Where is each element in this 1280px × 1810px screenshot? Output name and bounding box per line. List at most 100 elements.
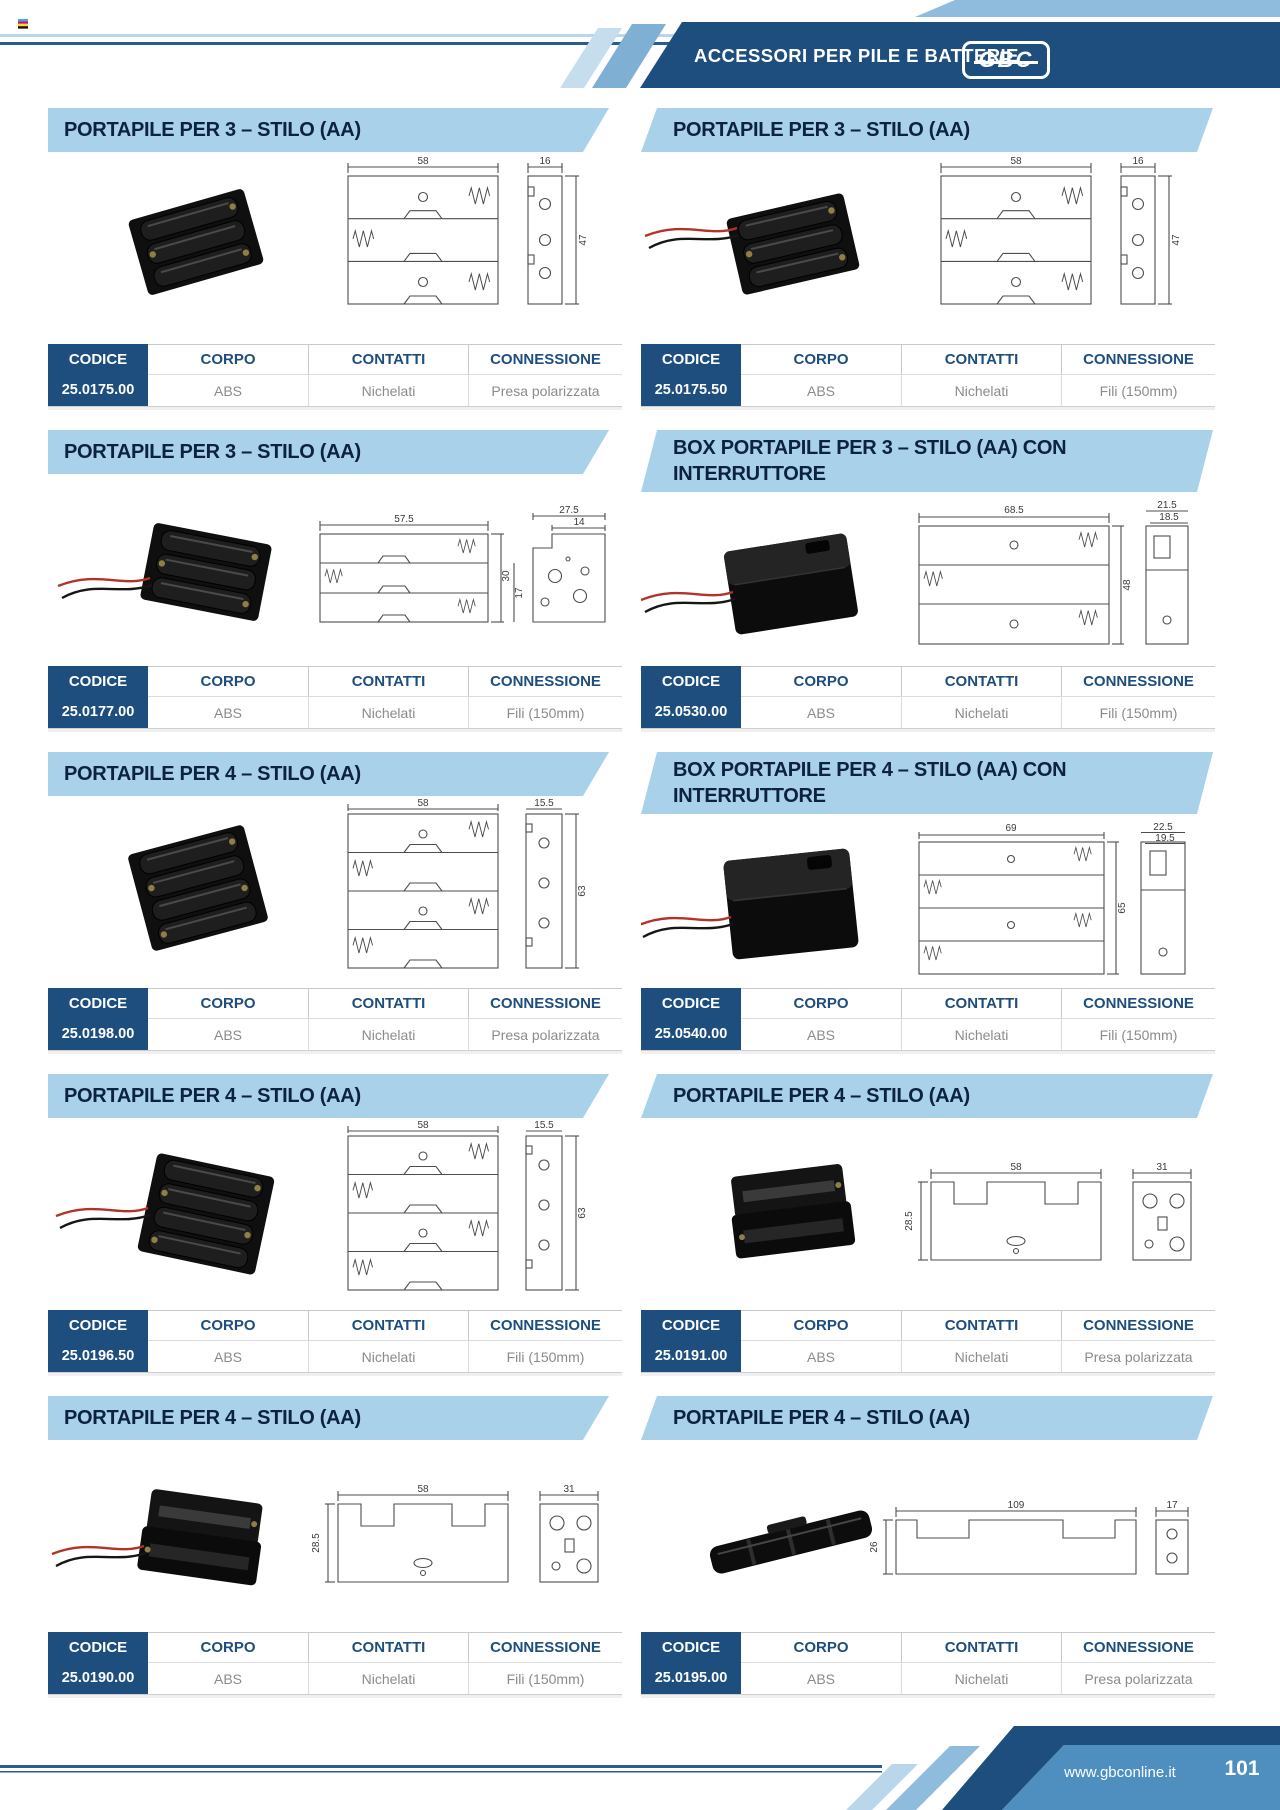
cell-codice: 25.0540.00	[641, 1018, 741, 1050]
col-header-corpo: CORPO	[741, 1632, 901, 1662]
product-photo	[128, 188, 265, 296]
product-media: 58 16 47	[643, 156, 1182, 305]
dimension-label: 31	[563, 1484, 575, 1495]
product-title: BOX PORTAPILE PER 3 – STILO (AA) CON INT…	[673, 437, 1067, 485]
product-title: PORTAPILE PER 4 – STILO (AA)	[64, 1085, 361, 1107]
gbc-logo-text: GBC	[973, 47, 1039, 72]
page-header-decoration	[0, 0, 1280, 88]
col-header-codice: CODICE	[641, 1632, 741, 1662]
col-header-codice: CODICE	[641, 666, 741, 696]
cell-codice: 25.0195.00	[641, 1662, 741, 1694]
product-media: 57.5 30 17 27.5 14	[56, 505, 606, 623]
col-header-connessione: CONNESSIONE	[1061, 1632, 1215, 1662]
product-title-banner: PORTAPILE PER 3 – STILO (AA)	[48, 430, 609, 474]
footer-website-link[interactable]: www.gbconline.it	[1064, 1764, 1176, 1781]
col-header-corpo: CORPO	[741, 666, 901, 696]
cell-codice: 25.0196.50	[48, 1340, 148, 1372]
product-title-banner: PORTAPILE PER 3 – STILO (AA)	[48, 108, 609, 152]
col-header-contatti: CONTATTI	[308, 344, 468, 374]
technical-drawing: 58 28.5 31	[311, 1484, 599, 1583]
cell-connessione: Presa polarizzata	[468, 1018, 622, 1050]
dimension-label: 27.5	[559, 505, 579, 516]
dimension-label: 18.5	[1159, 512, 1179, 523]
technical-drawing: 58 15.5 63	[347, 1120, 588, 1291]
dimension-label: 65	[1117, 902, 1128, 914]
col-header-codice: CODICE	[48, 344, 148, 374]
dimension-label: 58	[417, 1120, 429, 1131]
product-card: PORTAPILE PER 3 – STILO (AA) 58 16 47 CO…	[48, 108, 622, 408]
dimension-label: 58	[417, 156, 429, 167]
cell-connessione: Presa polarizzata	[1061, 1662, 1215, 1694]
product-card: PORTAPILE PER 4 – STILO (AA) 109 26 17 C…	[641, 1396, 1215, 1696]
dimension-label: 68.5	[1004, 505, 1024, 516]
cell-contatti: Nichelati	[901, 696, 1061, 728]
cell-connessione: Fili (150mm)	[1061, 1018, 1215, 1050]
product-photo	[704, 1498, 876, 1578]
product-title-banner: PORTAPILE PER 4 – STILO (AA)	[641, 1074, 1213, 1118]
col-header-corpo: CORPO	[741, 1310, 901, 1340]
col-header-codice: CODICE	[641, 988, 741, 1018]
product-card: BOX PORTAPILE PER 4 – STILO (AA) CON INT…	[641, 752, 1215, 1052]
dimension-label: 47	[1171, 234, 1182, 246]
cell-contatti: Nichelati	[308, 696, 468, 728]
col-header-contatti: CONTATTI	[901, 666, 1061, 696]
page-footer-decoration	[0, 1726, 1280, 1810]
dimension-label: 14	[573, 517, 585, 528]
product-media: 109 26 17	[704, 1498, 1189, 1578]
dimension-label: 63	[577, 885, 588, 897]
technical-drawing: 57.5 30 17 27.5 14	[319, 505, 606, 623]
col-header-corpo: CORPO	[741, 344, 901, 374]
cell-contatti: Nichelati	[308, 1662, 468, 1694]
dimension-label: 47	[578, 234, 589, 246]
product-media: 58 15.5 63	[48, 798, 588, 969]
col-header-corpo: CORPO	[148, 344, 308, 374]
dimension-label: 17	[1166, 1500, 1178, 1511]
cell-codice: 25.0198.00	[48, 1018, 148, 1050]
col-header-connessione: CONNESSIONE	[1061, 1310, 1215, 1340]
col-header-codice: CODICE	[48, 988, 148, 1018]
product-photo	[54, 1153, 275, 1276]
dimension-label: 21.5	[1157, 500, 1177, 511]
product-photo	[641, 532, 860, 636]
technical-drawing: 58 16 47	[940, 156, 1182, 305]
col-header-contatti: CONTATTI	[308, 1632, 468, 1662]
product-title: PORTAPILE PER 4 – STILO (AA)	[64, 763, 361, 785]
col-header-connessione: CONNESSIONE	[468, 1310, 622, 1340]
product-media: 68.5 48 21.5 18.5	[641, 500, 1189, 645]
col-header-codice: CODICE	[641, 1310, 741, 1340]
col-header-contatti: CONTATTI	[308, 666, 468, 696]
cell-contatti: Nichelati	[901, 1340, 1061, 1372]
col-header-contatti: CONTATTI	[901, 1632, 1061, 1662]
col-header-codice: CODICE	[48, 1632, 148, 1662]
dimension-label: 16	[539, 156, 551, 167]
technical-drawing: 58 16 47	[347, 156, 589, 305]
cell-contatti: Nichelati	[308, 1018, 468, 1050]
col-header-contatti: CONTATTI	[901, 344, 1061, 374]
product-title-banner: PORTAPILE PER 4 – STILO (AA)	[48, 752, 609, 796]
col-header-connessione: CONNESSIONE	[1061, 988, 1215, 1018]
col-header-connessione: CONNESSIONE	[468, 1632, 622, 1662]
product-title-banner: BOX PORTAPILE PER 3 – STILO (AA) CON INT…	[641, 430, 1213, 492]
product-photo	[56, 522, 272, 621]
page-number: 101	[1224, 1757, 1260, 1780]
cell-contatti: Nichelati	[901, 1662, 1061, 1694]
cell-corpo: ABS	[741, 696, 901, 728]
product-card: PORTAPILE PER 3 – STILO (AA) 57.5 30 17 …	[48, 430, 622, 730]
product-title-banner: PORTAPILE PER 4 – STILO (AA)	[48, 1074, 609, 1118]
dimension-label: 48	[1122, 579, 1133, 591]
product-title: BOX PORTAPILE PER 4 – STILO (AA) CON INT…	[673, 759, 1067, 807]
product-title: PORTAPILE PER 3 – STILO (AA)	[673, 119, 970, 141]
dimension-label: 58	[1010, 156, 1022, 167]
dimension-label: 15.5	[534, 1120, 554, 1131]
product-media: 58 28.5 31	[641, 1120, 1192, 1306]
dimension-label: 22.5	[1153, 822, 1173, 833]
page-header-title: ACCESSORI PER PILE E BATTERIE	[694, 45, 1019, 66]
